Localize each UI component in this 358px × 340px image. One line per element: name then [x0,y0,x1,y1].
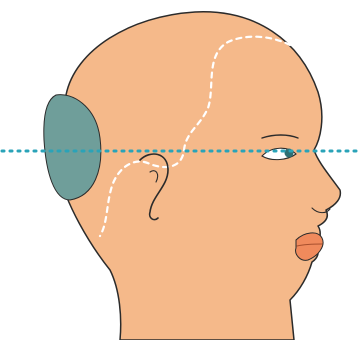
lips [296,233,323,260]
head-silhouette [56,12,340,340]
